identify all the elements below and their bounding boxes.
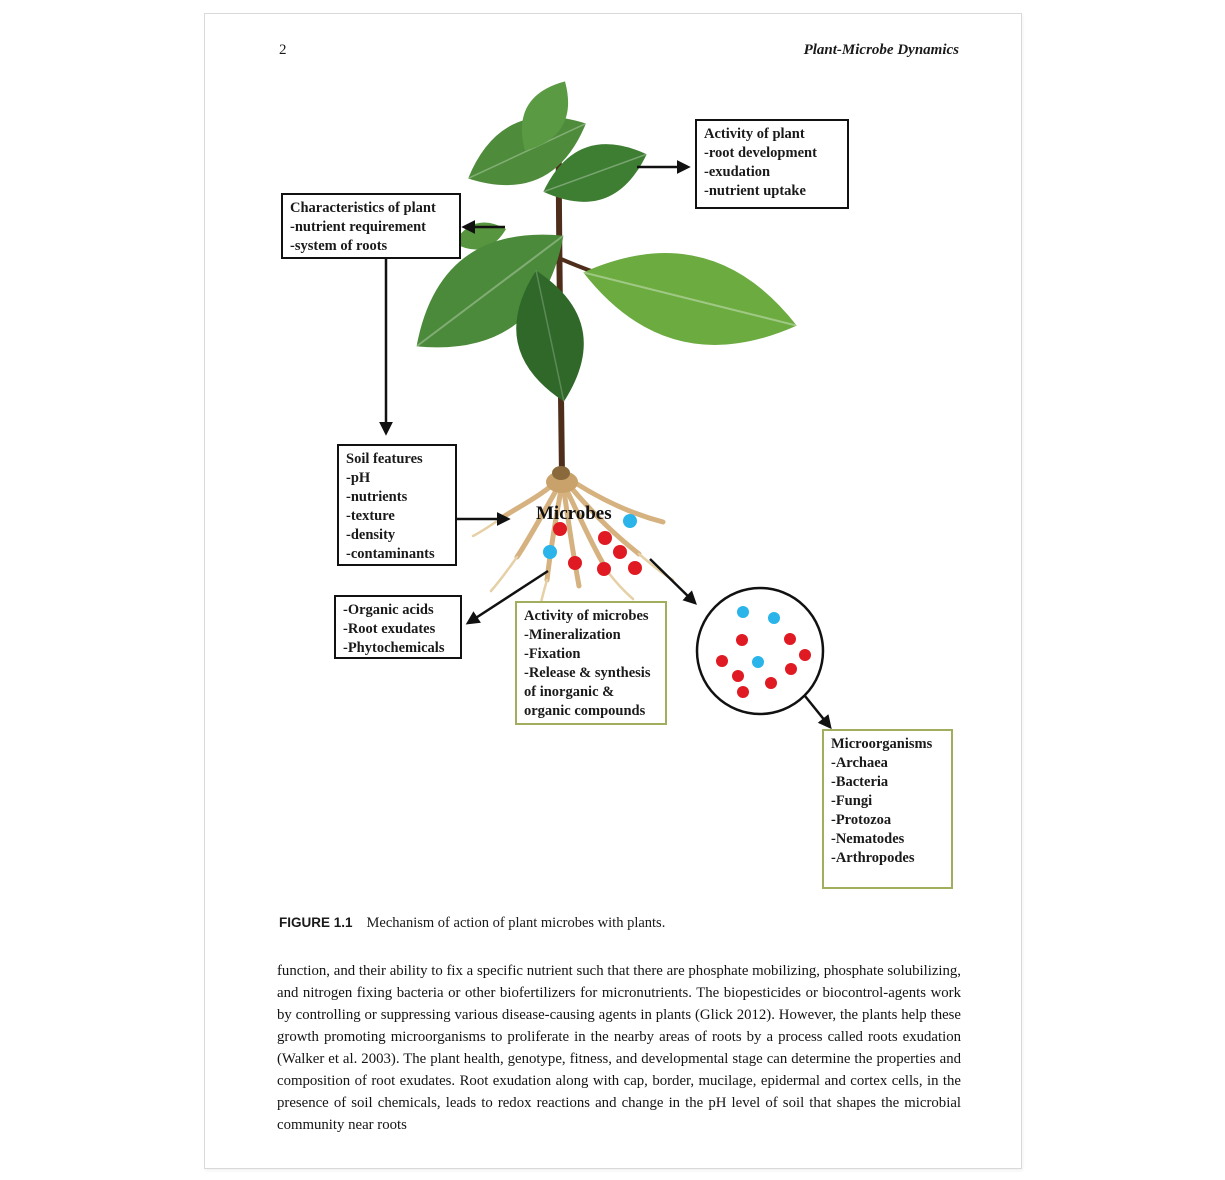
arrow-lens-to-microorganisms	[804, 695, 832, 730]
box-item: -Protozoa	[831, 812, 892, 828]
box-item: -texture	[346, 508, 395, 524]
box-item: -exudation	[704, 164, 771, 180]
red-microbe-dot	[568, 556, 582, 570]
blue-microbe-dot	[737, 606, 749, 618]
box-item: -Release & synthesis	[524, 665, 651, 681]
arrow-roots-to-exudates	[465, 569, 549, 625]
figure-caption-label: FIGURE 1.1	[279, 915, 353, 930]
leaf	[543, 144, 647, 202]
box-item: -Root exudates	[343, 621, 436, 637]
box-item: -Organic acids	[343, 602, 434, 618]
box-item: organic compounds	[524, 703, 646, 719]
box-title: Activity of microbes	[524, 608, 649, 624]
box-item: -Mineralization	[524, 627, 621, 643]
box-item: -nutrient uptake	[704, 183, 806, 199]
box-item: -nutrients	[346, 489, 408, 505]
figure-caption-text: Mechanism of action of plant microbes wi…	[366, 915, 666, 931]
leaf	[415, 234, 565, 348]
blue-microbe-dot	[752, 656, 764, 668]
activity-of-plant-box: Activity of plant -root development -exu…	[695, 119, 849, 209]
box-item: -Fungi	[831, 793, 873, 809]
box-item: of inorganic &	[524, 684, 615, 700]
leaf	[583, 253, 797, 345]
plant-illustration	[415, 81, 797, 609]
red-microbe-dot	[716, 655, 728, 667]
root-exudates-box: -Organic acids -Root exudates -Phytochem…	[334, 595, 462, 659]
figure-caption: FIGURE 1.1 Mechanism of action of plant m…	[279, 915, 665, 932]
microorganisms-box: Microorganisms -Archaea -Bacteria -Fungi…	[822, 729, 953, 889]
soil-features-box: Soil features -pH -nutrients -texture -d…	[337, 444, 457, 566]
arrow-roots-to-lens	[649, 558, 697, 605]
red-microbe-dot	[732, 670, 744, 682]
box-title: Soil features	[346, 451, 423, 467]
box-title: Characteristics of plant	[290, 200, 436, 216]
page-number: 2	[279, 42, 287, 58]
leaf	[516, 270, 584, 402]
red-microbe-dot	[553, 522, 567, 536]
lens-microbe-dots	[716, 606, 811, 698]
root-crown-dark	[552, 466, 570, 480]
box-item: -Bacteria	[831, 774, 889, 790]
box-item: -Archaea	[831, 755, 888, 771]
root-microbe-dots	[543, 514, 642, 576]
box-item: -contaminants	[346, 546, 435, 562]
blue-microbe-dot	[768, 612, 780, 624]
running-head: Plant-Microbe Dynamics	[803, 42, 959, 58]
diagram-arrows	[379, 160, 832, 730]
box-item: -Nematodes	[831, 831, 905, 847]
blue-microbe-dot	[623, 514, 637, 528]
diagram-graphics	[379, 81, 832, 730]
figure-1-1-diagram: Microbes Activity of plant -root develop…	[205, 14, 1021, 914]
red-microbe-dot	[628, 561, 642, 575]
characteristics-of-plant-box: Characteristics of plant -nutrient requi…	[281, 193, 461, 259]
box-item: -density	[346, 527, 396, 543]
box-item: -Phytochemicals	[343, 640, 445, 656]
leaf	[467, 116, 587, 186]
red-microbe-dot	[737, 686, 749, 698]
red-microbe-dot	[597, 562, 611, 576]
leaf	[521, 81, 569, 151]
box-item: -root development	[704, 145, 817, 161]
red-microbe-dot	[598, 531, 612, 545]
box-title: Microorganisms	[831, 736, 933, 752]
red-microbe-dot	[784, 633, 796, 645]
body-paragraph: function, and their ability to fix a spe…	[277, 963, 961, 1133]
book-page: 2 Plant-Microbe Dynamics	[204, 13, 1022, 1169]
box-item: -nutrient requirement	[290, 219, 426, 235]
red-microbe-dot	[765, 677, 777, 689]
box-item: -Fixation	[524, 646, 581, 662]
box-title: Activity of plant	[704, 126, 805, 142]
red-microbe-dot	[613, 545, 627, 559]
activity-of-microbes-box: Activity of microbes -Mineralization -Fi…	[515, 601, 667, 725]
red-microbe-dot	[799, 649, 811, 661]
red-microbe-dot	[785, 663, 797, 675]
box-item: -system of roots	[290, 238, 388, 254]
microbe-lens-circle	[695, 586, 825, 716]
box-item: -Arthropodes	[831, 850, 915, 866]
red-microbe-dot	[736, 634, 748, 646]
blue-microbe-dot	[543, 545, 557, 559]
microbes-label: Microbes	[536, 503, 612, 524]
box-item: -pH	[346, 470, 371, 486]
